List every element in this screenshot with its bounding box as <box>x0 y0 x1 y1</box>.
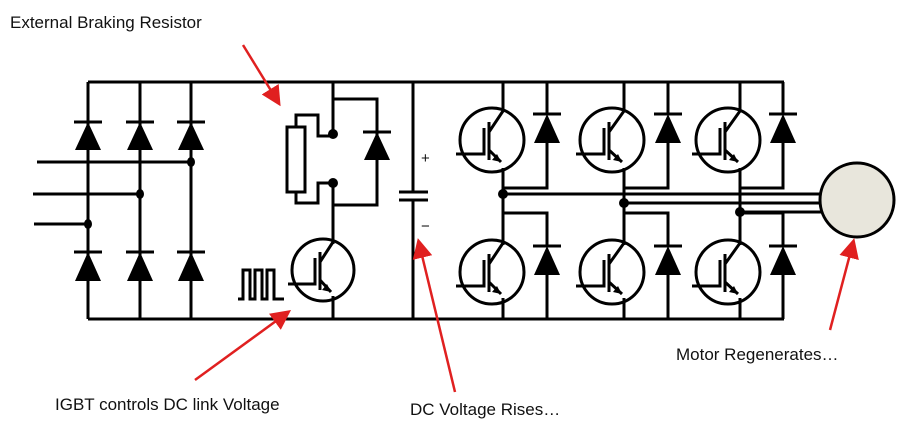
inverter-leg <box>692 82 797 319</box>
diode-icon <box>769 244 797 275</box>
igbt-icon <box>456 238 526 306</box>
diode-icon <box>654 112 682 143</box>
label-braking-resistor: External Braking Resistor <box>10 13 202 32</box>
freewheel-diode <box>363 130 391 160</box>
diode-icon <box>533 244 561 275</box>
igbt-icon <box>692 106 762 174</box>
arrow-motor <box>828 238 859 331</box>
motor <box>818 161 896 239</box>
diode-icon <box>74 120 102 150</box>
inverter <box>456 82 797 319</box>
diode-icon <box>177 250 205 281</box>
diode-icon <box>177 120 205 150</box>
rectifier-bridge <box>74 82 205 319</box>
arrow-igbt <box>194 310 292 382</box>
diode-icon <box>74 250 102 281</box>
label-minus: − <box>421 218 430 235</box>
diode-icon <box>363 130 391 160</box>
inverter-leg <box>456 82 561 319</box>
igbt-icon <box>288 237 356 303</box>
igbt-icon <box>576 238 646 306</box>
igbt-icon <box>692 238 762 306</box>
diode-icon <box>126 120 154 150</box>
igbt-icon <box>576 106 646 174</box>
arrow-dc-voltage <box>412 238 457 393</box>
input-lines <box>33 157 195 229</box>
pwm-signal <box>238 268 284 301</box>
label-plus: + <box>421 150 430 167</box>
igbt-icon <box>456 106 526 174</box>
motor-leads <box>498 189 822 217</box>
arrow-braking-resistor <box>241 44 281 107</box>
diode-icon <box>654 244 682 275</box>
annotation-arrows <box>194 44 859 393</box>
diode-icon <box>533 112 561 143</box>
braking-resistor <box>285 82 379 240</box>
braking-igbt <box>288 237 356 319</box>
diode-icon <box>126 250 154 281</box>
label-motor: Motor Regenerates… <box>676 345 839 364</box>
diode-icon <box>769 112 797 143</box>
dc-link-capacitor <box>399 82 428 319</box>
inverter-leg <box>576 82 682 319</box>
label-dc-voltage: DC Voltage Rises… <box>410 400 561 419</box>
label-igbt: IGBT controls DC link Voltage <box>55 395 280 414</box>
